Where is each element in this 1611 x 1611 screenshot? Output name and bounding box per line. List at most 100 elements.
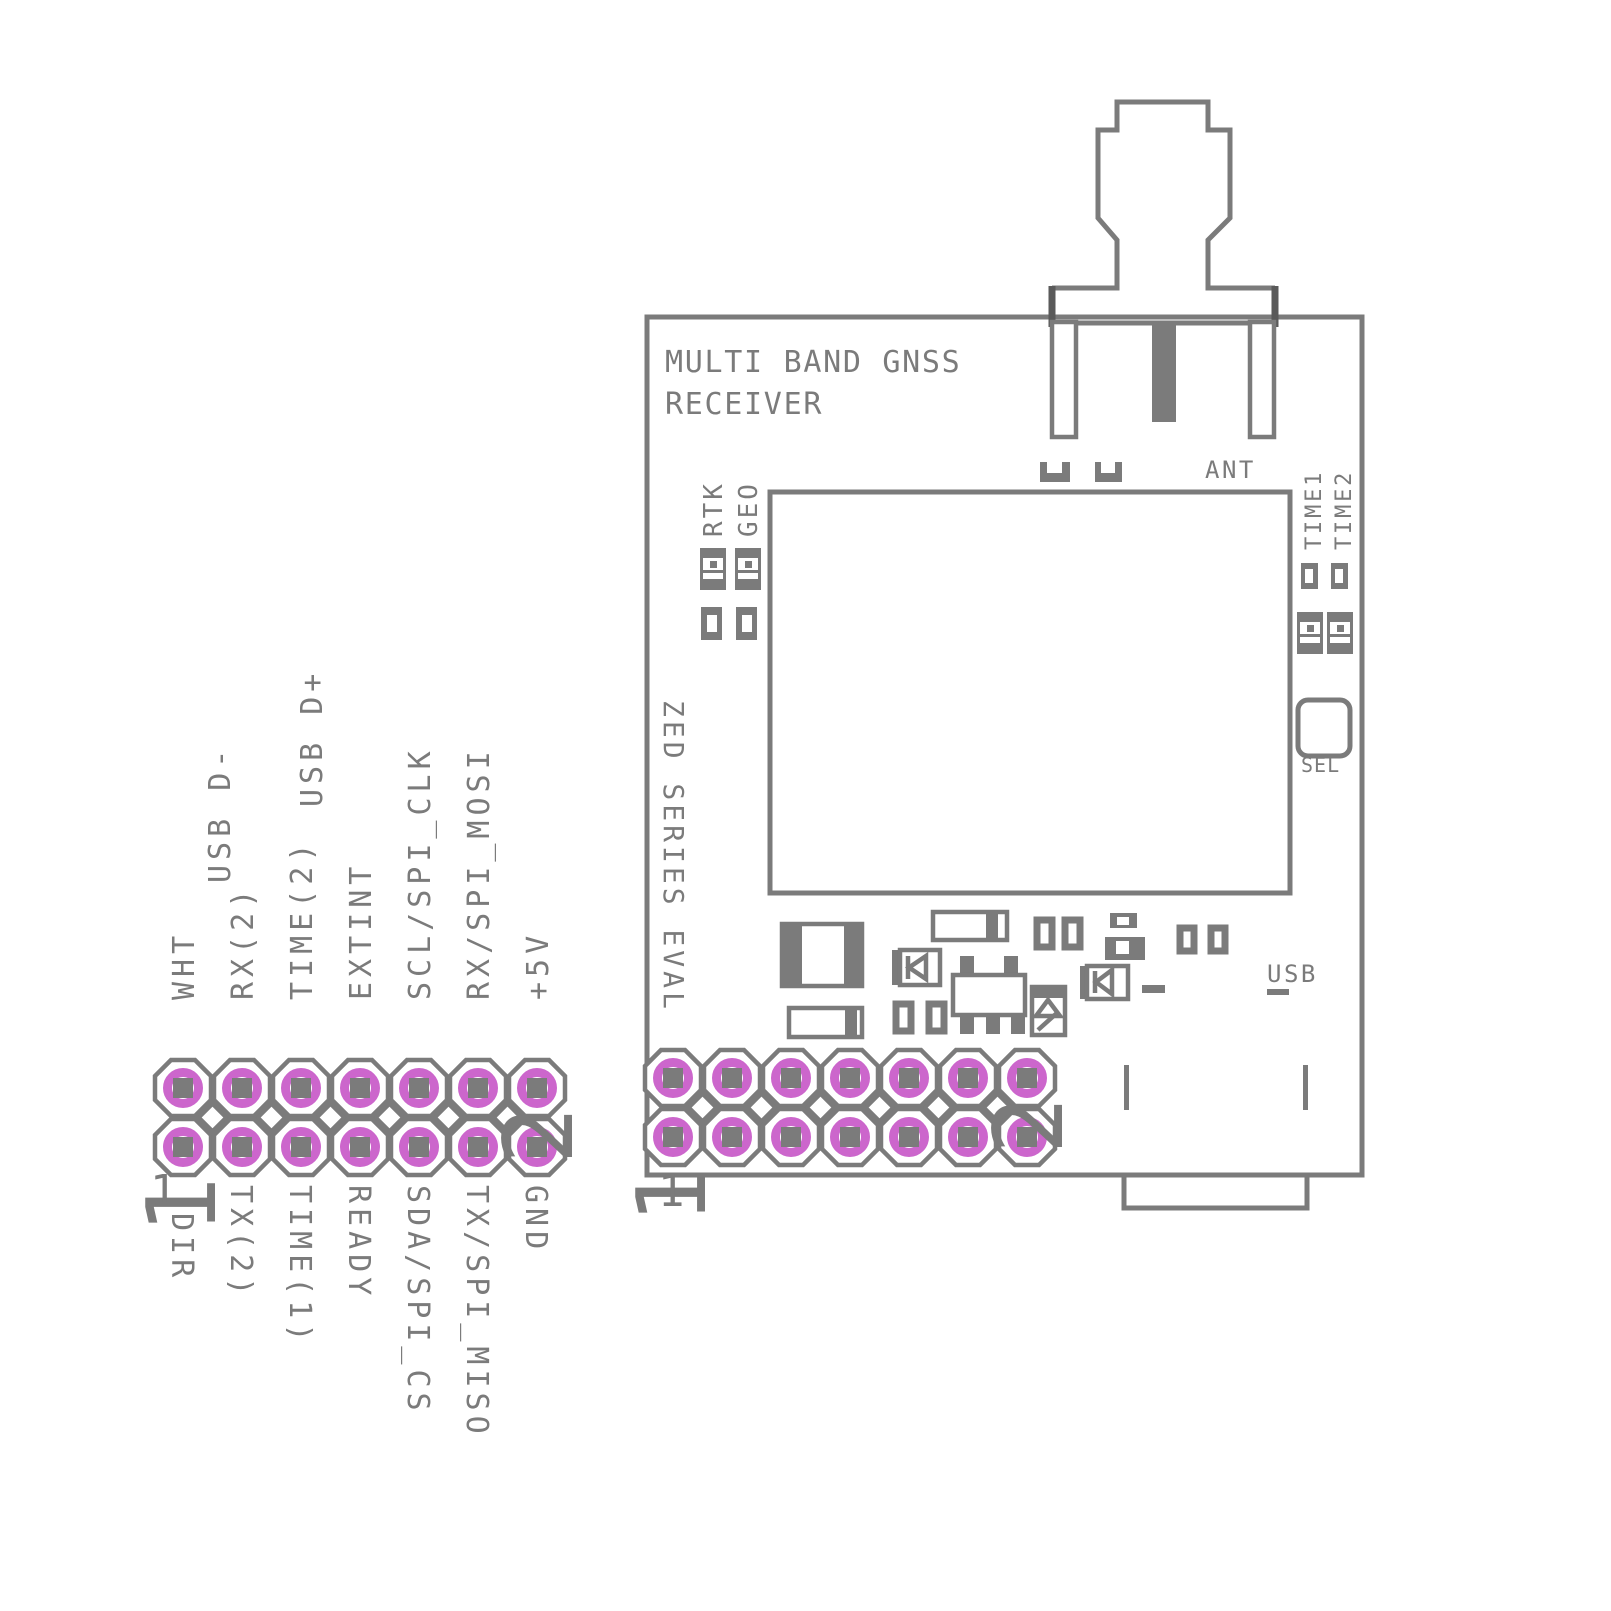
usb-shell-mark: [1303, 1065, 1308, 1110]
pin-label-usb-dplus: USB D+: [295, 669, 330, 807]
usb-connector-outline: [1121, 1173, 1310, 1211]
pin-label-top-1: WHT: [167, 931, 202, 1000]
pin-pad: [881, 1109, 937, 1165]
sma-left-leg: [1049, 319, 1079, 440]
led-pad-hole: [707, 615, 717, 632]
board-pin-header: 1 2 1: [618, 1050, 1085, 1224]
smd-component-window: [1117, 917, 1129, 925]
pin-label-top-2: RX(2): [226, 885, 261, 1000]
regulator-ic: [950, 956, 1028, 1034]
rtk-led-label: RTK: [699, 481, 729, 537]
pin-pad: [332, 1060, 388, 1116]
usb-shell-mark: [1124, 1065, 1129, 1110]
time-leds: TIME1 TIME2: [1297, 470, 1357, 654]
pin-label-top-7: +5V: [521, 931, 556, 1000]
pin-pad: [763, 1109, 819, 1165]
usb-connector-group: USB: [1121, 960, 1318, 1211]
pin-pad: [704, 1050, 760, 1106]
zed-module-outline: [767, 489, 1293, 896]
pin-label-bottom-2: TX(2): [223, 1185, 258, 1300]
resistor-terminal: [845, 1008, 857, 1037]
sma-right-leg: [1247, 319, 1277, 440]
diode-component: [892, 947, 943, 988]
pin-label-top-6: RX/SPI_MOSI: [462, 746, 497, 1000]
geo-led: [735, 548, 761, 590]
discrete-components: [779, 909, 1229, 1040]
pinout-callout-header: 1 2 1 WHT RX(2) TIME(2) EXTINT SCL/SPI_C…: [128, 669, 595, 1439]
geo-led-label: GEO: [734, 481, 764, 537]
pin-label-bottom-7: GND: [518, 1185, 553, 1254]
sel-button-label: SEL: [1301, 753, 1340, 777]
resistor-outline: [786, 1005, 865, 1040]
pin-pad: [822, 1109, 878, 1165]
resistor-outline: [930, 909, 1010, 943]
pin-pad: [822, 1050, 878, 1106]
pin-pad: [391, 1060, 447, 1116]
pin-label-bottom-4: READY: [341, 1185, 376, 1300]
rtk-geo-leds: RTK GEO: [699, 481, 764, 640]
smd-pad: [1176, 924, 1198, 955]
board-title-line1: MULTI BAND GNSS: [665, 345, 961, 380]
pin-label-top-4: EXTINT: [344, 862, 379, 1000]
time2-led: [1327, 612, 1353, 654]
resistor-terminal: [986, 912, 998, 940]
sma-antenna-connector: [1048, 99, 1279, 440]
pin-pad: [763, 1050, 819, 1106]
pin1-number: 1: [128, 1177, 238, 1234]
pin-label-bottom-6: TX/SPI_MISO: [459, 1185, 494, 1439]
smd-pad: [1207, 924, 1229, 955]
board-outline: [644, 314, 1365, 1178]
led-pad-hole: [1305, 569, 1313, 583]
pin1-number: 1: [618, 1167, 728, 1224]
time2-led-label: TIME2: [1332, 470, 1357, 550]
led-pad-hole: [1335, 569, 1343, 583]
capacitor-terminal: [782, 924, 802, 986]
pin-pad: [645, 1109, 701, 1165]
sma-center-pin: [1152, 323, 1176, 422]
pin1-callout: 1: [150, 1166, 177, 1217]
led-pad-hole: [742, 615, 752, 632]
pin-pad: [704, 1109, 760, 1165]
pin-pad: [214, 1119, 270, 1175]
smd-pad: [1033, 916, 1056, 951]
pin-pad: [155, 1060, 211, 1116]
pin-pad: [332, 1119, 388, 1175]
pin2-number: 2: [975, 1097, 1085, 1154]
pin-pad: [645, 1050, 701, 1106]
tvs-diode: [1029, 984, 1068, 1038]
pin-label-bottom-5: SDA/SPI_CS: [400, 1185, 435, 1416]
pin2-number: 2: [485, 1107, 595, 1164]
usb-label: USB: [1267, 960, 1318, 988]
smd-pad: [892, 1000, 915, 1035]
pin-label-top-3: TIME(2): [285, 839, 320, 1000]
sel-button: [1295, 697, 1353, 759]
pin-pad: [273, 1119, 329, 1175]
sma-body-outline: [1052, 99, 1275, 291]
pin-pad: [273, 1060, 329, 1116]
diode-component: [1080, 963, 1131, 1002]
pin-label-bottom-1: DIR: [164, 1213, 199, 1282]
pin-label-bottom-3: TIME(1): [282, 1185, 317, 1346]
time1-led-label: TIME1: [1302, 470, 1327, 550]
rtk-led: [700, 548, 726, 590]
usb-label-underline: [1267, 989, 1289, 995]
ant-label: ANT: [1205, 456, 1256, 484]
sel-button-group: SEL: [1295, 697, 1353, 777]
pin1-callout: 1: [658, 1166, 685, 1217]
gnss-board: ANT MULTI BAND GNSS RECEIVER RTK GEO TIM…: [618, 99, 1365, 1224]
board-title-line2: RECEIVER: [665, 387, 823, 422]
silk-dash: [1142, 985, 1165, 993]
pin-pad: [881, 1050, 937, 1106]
pin-pad: [214, 1060, 270, 1116]
capacitor-terminal: [844, 924, 862, 986]
pin-label-usb-dminus: USB D-: [203, 745, 238, 883]
board-side-label: ZED SERIES EVAL: [657, 700, 690, 1013]
pin-pad: [391, 1119, 447, 1175]
smd-pad: [925, 1000, 948, 1035]
time1-led: [1297, 612, 1323, 654]
smd-led-window: [1116, 941, 1129, 954]
antenna-pads: [1040, 462, 1122, 482]
pin-label-top-5: SCL/SPI_CLK: [403, 746, 438, 1000]
